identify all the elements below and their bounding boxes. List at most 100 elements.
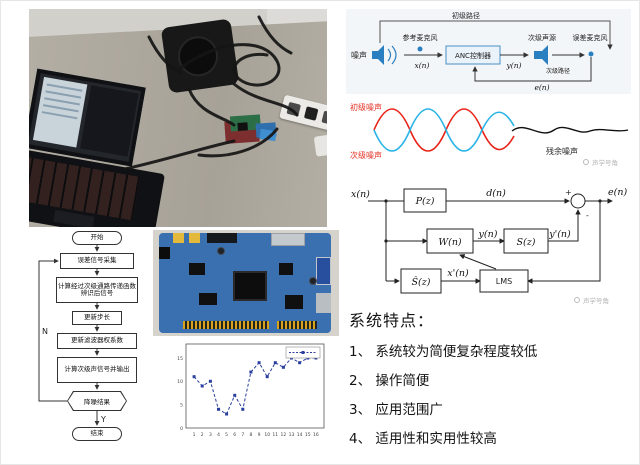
P-z-label: P(z) — [415, 196, 435, 207]
noise-speaker-icon — [372, 45, 397, 65]
data-marker — [225, 412, 229, 416]
sum-minus-sign: - — [586, 211, 589, 220]
d-n-label: d(n) — [486, 188, 506, 199]
x-tick-label: 5 — [225, 432, 228, 438]
data-marker — [200, 384, 204, 388]
algorithm-flowchart: N Y 开始 误差信号采集 计算经过次级通路传递函数辨识后信号 更新步长 更新滤… — [31, 231, 156, 465]
data-marker — [298, 361, 302, 365]
x-tick-label: 15 — [305, 432, 311, 438]
flowchart-step-output: 计算次级声信号并输出 — [57, 357, 137, 383]
S-z-label: S(z) — [517, 237, 536, 248]
y-tick-label: 0 — [180, 426, 183, 432]
watermark: 声学号角 — [592, 158, 618, 167]
feature-item-2: 2、 操作简便 — [349, 373, 430, 389]
y-tick-label: 15 — [177, 356, 183, 362]
y-filt-label: y'(n) — [548, 229, 571, 240]
secondary-noise-wave — [373, 108, 515, 152]
x-tick-label: 2 — [201, 432, 204, 438]
data-marker — [273, 361, 277, 365]
capacitor — [309, 277, 317, 285]
x-n-label: x(n) — [415, 61, 430, 70]
residual-noise-label: 残余噪声 — [546, 146, 578, 156]
y-n-label: y(n) — [478, 229, 498, 240]
system-features: 系统特点： 1、 系统较为简便复杂程度较低 2、 操作简便 3、 应用范围广 4… — [349, 307, 631, 447]
x-tick-label: 10 — [264, 432, 270, 438]
ethernet-connector — [316, 293, 331, 313]
power-jack — [159, 247, 170, 259]
data-marker — [249, 370, 253, 374]
anc-system-diagram: 初级路径 噪声 参考麦克风 x(n) ANC控制器 y(n) 次级声源 次级路径… — [346, 9, 631, 94]
data-marker — [241, 407, 245, 411]
secondary-speaker-icon — [534, 45, 548, 65]
flowchart-step-identify: 计算经过次级通路传递函数辨识后信号 — [56, 277, 138, 303]
secondary-path-label: 次级路径 — [546, 67, 570, 75]
data-marker — [217, 407, 220, 411]
usb-connector — [271, 233, 305, 246]
sum-plus-sign: + — [565, 188, 572, 197]
flowchart-decision: 降噪结果 — [67, 391, 127, 411]
audio-jacks — [207, 233, 237, 243]
rca-connector — [189, 233, 200, 243]
chip — [189, 263, 205, 275]
junction-dot — [598, 199, 602, 203]
waveform-bg — [346, 94, 631, 171]
error-mic-icon — [588, 51, 594, 57]
ref-mic-icon — [417, 46, 423, 52]
y-tick-label: 10 — [177, 379, 183, 385]
data-marker — [192, 375, 196, 379]
x-filt-label: x'(n) — [447, 268, 469, 279]
legend-square-marker — [301, 351, 305, 354]
watermark-icon — [574, 297, 580, 303]
dev-board-photo — [153, 230, 339, 336]
flowchart-step-collect: 误差信号采集 — [60, 253, 134, 269]
primary-path-box — [403, 188, 447, 213]
primary-path-label: 初级路径 — [452, 11, 480, 20]
primary-noise-label: 初级噪声 — [350, 102, 382, 112]
error-mic-label: 误差麦克风 — [573, 33, 608, 42]
pin-header — [277, 321, 317, 329]
x-tick-label: 11 — [272, 432, 278, 438]
x-tick-label: 12 — [281, 432, 287, 438]
x-tick-label: 13 — [289, 432, 295, 438]
residual-noise-wave — [511, 126, 629, 134]
fxlms-block-diagram: + - P(z) W(n) S(z) Ŝ(z) LMS x(n) d(n) e(… — [346, 171, 631, 308]
branch-no-label: N — [42, 327, 48, 336]
watermark: 声学号角 — [583, 296, 609, 305]
estimated-path-box — [400, 268, 442, 294]
data-marker — [257, 361, 261, 365]
flowchart-arrows: N Y — [38, 245, 106, 426]
error-feedback-line — [472, 57, 592, 82]
x-tick-label: 6 — [233, 432, 236, 438]
main-chip — [233, 271, 267, 301]
noise-label: 噪声 — [351, 50, 367, 60]
sum-junction — [570, 193, 586, 209]
lms-box — [479, 269, 529, 293]
experiment-setup-photo — [29, 9, 327, 227]
primary-path-lines — [379, 20, 613, 50]
rca-connector — [173, 233, 184, 243]
data-marker — [265, 375, 269, 379]
pcb — [159, 233, 331, 333]
flowchart-step-weights: 更新滤波器权系数 — [57, 333, 137, 349]
result-line — [193, 357, 316, 415]
chip — [279, 263, 293, 275]
x-tick-label: 4 — [217, 432, 220, 438]
flowchart-start: 开始 — [72, 231, 122, 245]
feature-item-3: 3、 应用范围广 — [349, 402, 443, 418]
chip — [199, 293, 217, 305]
feature-item-4: 4、 适用性和实用性较高 — [349, 431, 497, 447]
data-marker — [208, 379, 212, 383]
flowchart-end: 结束 — [72, 427, 122, 441]
x-tick-label: 7 — [241, 432, 244, 438]
vga-connector — [316, 257, 331, 285]
x-tick-label: 9 — [258, 432, 261, 438]
e-n-label: e(n) — [534, 83, 549, 92]
chip — [285, 295, 303, 309]
lms-label: LMS — [496, 277, 512, 286]
cables — [123, 15, 299, 171]
y-tick-label: 5 — [180, 403, 183, 409]
x-tick-label: 3 — [209, 432, 212, 438]
y-n-label: y(n) — [506, 61, 522, 70]
